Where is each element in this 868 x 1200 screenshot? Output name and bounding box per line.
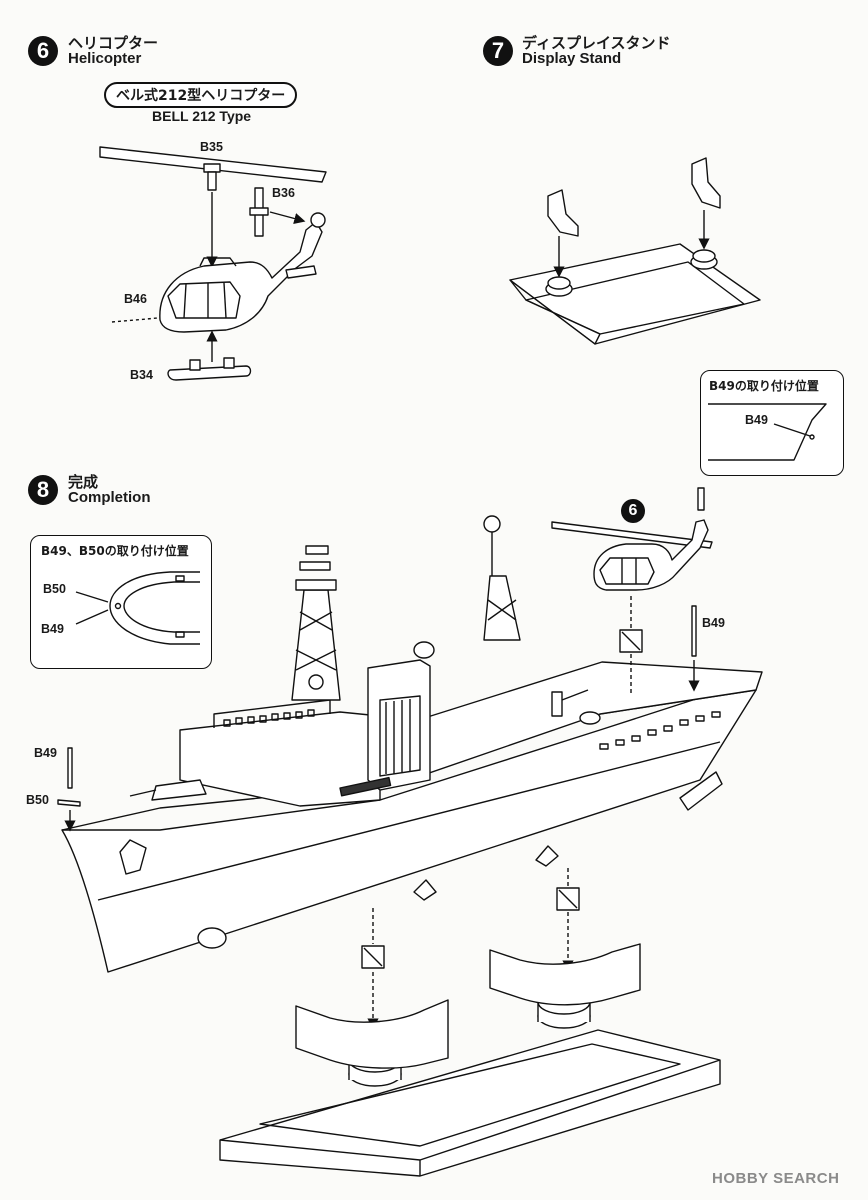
inset-b49-b50-position: B49、B50の取り付け位置 B50 B49 (30, 535, 212, 669)
step-6-title-en: Helicopter (68, 50, 142, 67)
helicopter-exploded-drawing (99, 146, 327, 381)
completion-callout-step-6: 6 (621, 499, 645, 523)
completion-display-stand-drawing (219, 943, 721, 1177)
step-8-badge: 8 (28, 475, 58, 505)
watermark-brand: HOBBY SEARCH (712, 1170, 840, 1187)
helicopter-type-en: BELL 212 Type (152, 108, 252, 124)
step-8-title-en: Completion (68, 489, 151, 506)
inset-b49-label: B49 (745, 413, 768, 427)
step-8-title-jp: 完成 (68, 473, 99, 491)
completion-callout-number: 6 (628, 502, 638, 519)
step-7-title-jp: ディスプレイスタンド (522, 34, 671, 52)
completion-part-b49-mast: B49 (702, 616, 725, 630)
part-label-b34: B34 (130, 368, 153, 382)
display-stand-exploded-drawing (509, 157, 761, 345)
step-7-number: 7 (491, 38, 505, 63)
inset-b49-position: B49の取り付け位置 B49 (700, 370, 844, 476)
inset-b49-b50-title: B49、B50の取り付け位置 (41, 542, 189, 559)
helicopter-type-jp: ベル式212型ヘリコプター (104, 82, 298, 108)
no-glue-symbols (361, 629, 643, 969)
inset-b49-b50-title-suffix: の取り付け位置 (104, 544, 189, 558)
step-7-badge: 7 (483, 36, 513, 66)
inset-b49-title-suffix: の取り付け位置 (734, 379, 819, 393)
ship-completed-drawing (61, 515, 763, 973)
inset-b49-detail (708, 403, 827, 461)
completion-helicopter-drawing (551, 487, 713, 646)
step-6-title-jp: ヘリコプター (68, 34, 159, 52)
step-7-title-en: Display Stand (522, 50, 622, 67)
step-6-badge: 6 (28, 36, 58, 66)
inset-b49-label: B49 (41, 622, 64, 636)
inset-b49-title-part: B49 (709, 379, 735, 393)
part-label-b35: B35 (200, 140, 223, 154)
inset-b50-label: B50 (43, 582, 66, 596)
step-8-number: 8 (36, 477, 50, 502)
watermark-logo: HOBBY SEARCH (712, 1170, 839, 1187)
part-label-b46: B46 (124, 292, 147, 306)
inset-b49-title: B49の取り付け位置 (709, 377, 819, 394)
completion-part-b49-bow: B49 (34, 746, 57, 760)
completion-part-b50-bow: B50 (26, 793, 49, 807)
part-label-b36: B36 (272, 186, 295, 200)
step-6-number: 6 (36, 38, 50, 63)
inset-b49-b50-detail (75, 571, 200, 645)
inset-b49-b50-title-part: B49、B50 (41, 544, 105, 558)
